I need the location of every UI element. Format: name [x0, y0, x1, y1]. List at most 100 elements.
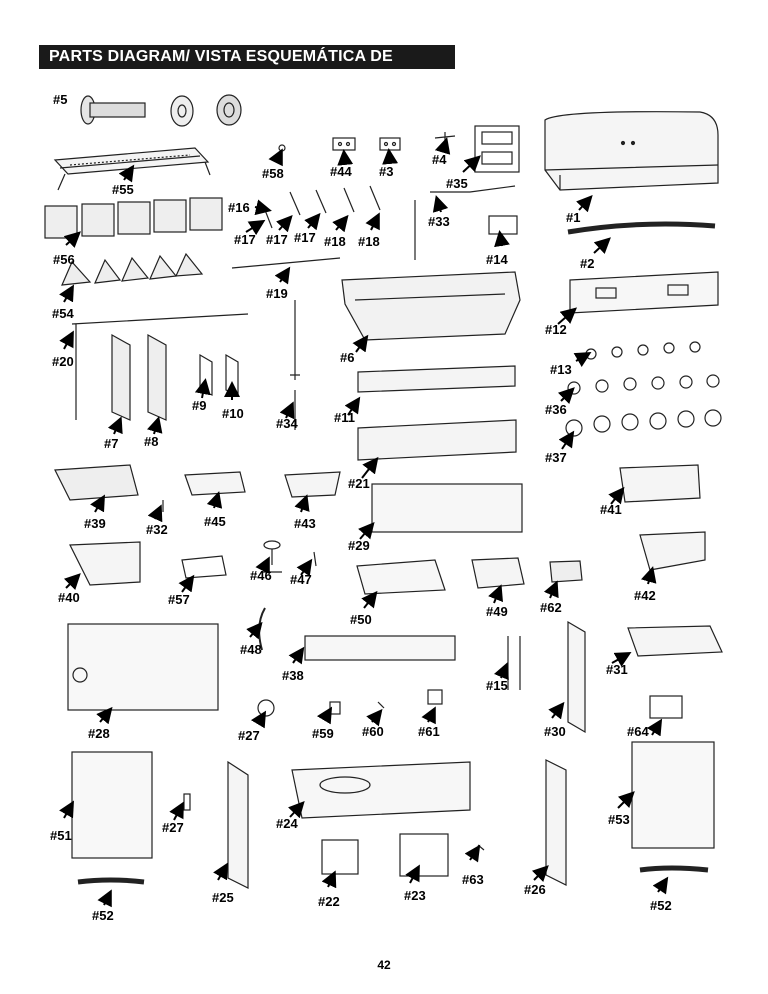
part-3-box: [379, 137, 401, 151]
label-59: #59: [312, 726, 334, 741]
part-55-warming-rack: [53, 147, 211, 191]
part-51: [71, 751, 153, 859]
label-52-left: #52: [92, 908, 114, 923]
part-5-hardware: [80, 94, 242, 127]
part-45: [184, 471, 246, 496]
part-22-box: [321, 839, 359, 875]
part-15: [507, 636, 521, 690]
label-37: #37: [545, 450, 567, 465]
label-55: #55: [112, 182, 134, 197]
part-44-box: [332, 137, 356, 151]
label-9: #9: [192, 398, 207, 413]
part-24: [291, 761, 471, 819]
label-38: #38: [282, 668, 304, 683]
part-11: [357, 365, 516, 393]
label-61: #61: [418, 724, 440, 739]
part-16-17-18-electrodes: [264, 185, 381, 229]
part-52-handle-left: [77, 877, 145, 885]
part-43: [284, 471, 341, 498]
part-40: [69, 541, 141, 586]
label-43: #43: [294, 516, 316, 531]
label-21: #21: [348, 476, 370, 491]
label-29: #29: [348, 538, 370, 553]
part-19: [231, 257, 341, 269]
label-20: #20: [52, 354, 74, 369]
label-2: #2: [580, 256, 595, 271]
label-40: #40: [58, 590, 80, 605]
label-8: #8: [144, 434, 159, 449]
label-18b: #18: [358, 234, 380, 249]
label-17a: #17: [234, 232, 256, 247]
label-26: #26: [524, 882, 546, 897]
label-58: #58: [262, 166, 284, 181]
part-33-wire: [414, 185, 516, 260]
part-63: [477, 844, 485, 851]
label-22: #22: [318, 894, 340, 909]
part-54-flame-tamers: [61, 252, 204, 286]
part-20-manifold: [71, 313, 249, 420]
part-27-hinge: [183, 793, 191, 811]
part-56-cooking-grates: [44, 197, 223, 239]
part-4: [434, 132, 456, 142]
label-45: #45: [204, 514, 226, 529]
label-54: #54: [52, 306, 74, 321]
part-47: [313, 551, 317, 567]
label-18a: #18: [324, 234, 346, 249]
part-34: [290, 300, 300, 430]
part-59: [329, 701, 341, 715]
part-61: [427, 689, 443, 705]
label-4: #4: [432, 152, 447, 167]
part-46: [263, 540, 281, 550]
part-60: [377, 701, 385, 709]
label-3: #3: [379, 164, 394, 179]
part-42: [639, 531, 706, 571]
label-42: #42: [634, 588, 656, 603]
part-25: [227, 760, 249, 889]
part-7: [111, 333, 131, 421]
part-27-ring: [257, 699, 275, 717]
label-7: #7: [104, 436, 119, 451]
label-36: #36: [545, 402, 567, 417]
label-23: #23: [404, 888, 426, 903]
part-6-firebox: [341, 271, 521, 341]
part-58: [278, 144, 286, 152]
label-41: #41: [600, 502, 622, 517]
label-51: #51: [50, 828, 72, 843]
label-30: #30: [544, 724, 566, 739]
label-39: #39: [84, 516, 106, 531]
label-14: #14: [486, 252, 508, 267]
part-57: [181, 555, 227, 579]
label-32: #32: [146, 522, 168, 537]
part-50: [356, 559, 446, 595]
part-31: [627, 625, 723, 657]
page-title: PARTS DIAGRAM/ VISTA ESQUEMÁTICA DE PIEZ…: [39, 45, 455, 89]
part-64-box: [649, 695, 683, 719]
label-10: #10: [222, 406, 244, 421]
part-13-36-37-knobs: [565, 341, 722, 437]
part-29: [371, 483, 523, 533]
label-64: #64: [627, 724, 649, 739]
part-52-handle-right: [639, 865, 709, 873]
part-35-box: [474, 125, 520, 173]
label-44: #44: [330, 164, 352, 179]
part-62: [549, 560, 583, 583]
part-12-rear-panel: [569, 271, 719, 314]
label-16: #16: [228, 200, 250, 215]
label-1: #1: [566, 210, 581, 225]
part-49: [471, 557, 525, 589]
label-62: #62: [540, 600, 562, 615]
label-24: #24: [276, 816, 298, 831]
label-12: #12: [545, 322, 567, 337]
part-26: [545, 759, 567, 886]
part-2-handle: [567, 221, 716, 235]
label-27b: #27: [162, 820, 184, 835]
label-48: #48: [240, 642, 262, 657]
label-33: #33: [428, 214, 450, 229]
part-9: [199, 353, 213, 396]
label-34: #34: [276, 416, 298, 431]
label-47: #47: [290, 572, 312, 587]
part-23-box: [399, 833, 449, 877]
part-14-box: [488, 215, 518, 235]
label-13: #13: [550, 362, 572, 377]
